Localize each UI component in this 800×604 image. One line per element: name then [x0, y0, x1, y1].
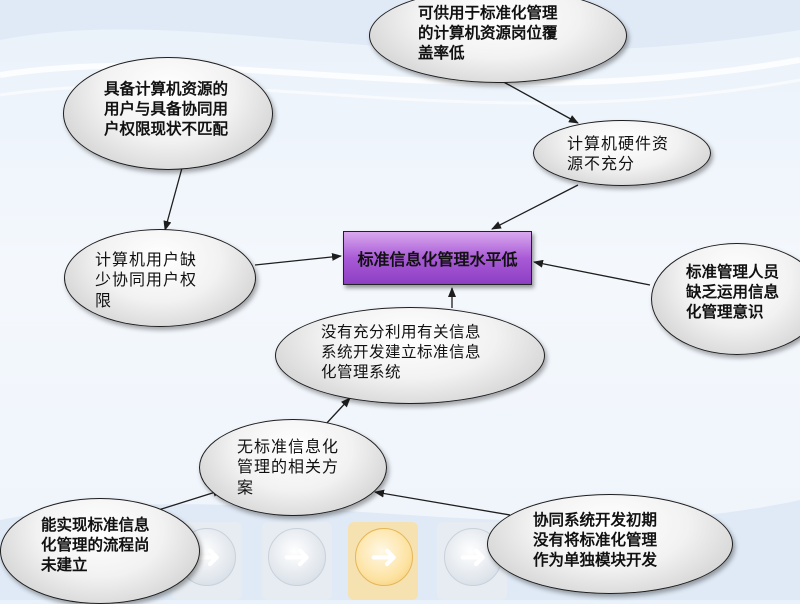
- node-line: 标准管理人员: [686, 263, 780, 281]
- node-line: 无标准信息化: [237, 437, 340, 456]
- node-permission-mismatch: 具备计算机资源的 用户与具备协同用 户权限现状不匹配: [63, 57, 273, 170]
- arrow-right-icon: ➜: [369, 537, 399, 577]
- node-process-not-established: 能实现标准信息 化管理的流程尚 未建立: [0, 498, 200, 604]
- node-line: 化管理意识: [686, 302, 764, 321]
- node-line: 计算机用户缺: [95, 250, 198, 269]
- node-line: 没有将标准化管理: [533, 530, 658, 549]
- node-line: 的计算机资源岗位覆: [418, 23, 558, 42]
- node-line: 能实现标准信息: [41, 516, 150, 534]
- node-users-lack-permission: 计算机用户缺 少协同用户权 限: [64, 229, 256, 327]
- node-line: 户权限现状不匹配: [104, 119, 229, 138]
- node-line: 具备计算机资源的: [104, 80, 229, 98]
- node-no-info-system: 没有充分利用有关信息 系统开发建立标准信息 化管理系统: [275, 307, 545, 404]
- node-line: 管理的相关方: [237, 457, 340, 477]
- node-line: 化管理系统: [321, 362, 402, 381]
- node-line: 可供用于标准化管理: [418, 4, 558, 22]
- node-line: 未建立: [41, 555, 88, 574]
- node-no-standard-plan: 无标准信息化 管理的相关方 案: [199, 419, 387, 516]
- center-problem-box: 标准信息化管理水平低: [343, 231, 532, 285]
- node-hardware-insufficient: 计算机硬件资 源不充分: [533, 120, 711, 186]
- node-line: 没有充分利用有关信息: [321, 323, 482, 341]
- node-resource-coverage: 可供用于标准化管理 的计算机资源岗位覆 盖率低: [369, 0, 627, 83]
- node-line: 案: [237, 477, 255, 497]
- node-line: 限: [95, 290, 113, 310]
- node-line: 盖率低: [418, 43, 465, 62]
- center-problem-label: 标准信息化管理水平低: [357, 250, 518, 269]
- node-line: 协同系统开发初期: [533, 511, 658, 529]
- arrow-right-icon: ➜: [458, 537, 488, 577]
- node-staff-awareness: 标准管理人员 缺乏运用信息 化管理意识: [651, 243, 800, 355]
- node-line: 缺乏运用信息: [686, 282, 780, 301]
- node-line: 源不充分: [567, 154, 636, 174]
- node-line: 少协同用户权: [95, 270, 198, 290]
- node-line: 计算机硬件资: [567, 134, 670, 153]
- nav-button-2[interactable]: ➜: [268, 528, 326, 586]
- node-line: 作为单独模块开发: [533, 550, 658, 569]
- node-line: 化管理的流程尚: [41, 535, 150, 554]
- nav-button-3-active[interactable]: ➜: [355, 528, 413, 586]
- node-line: 用户与具备协同用: [104, 99, 229, 118]
- node-line: 系统开发建立标准信息: [321, 342, 482, 361]
- node-module-not-separate: 协同系统开发初期 没有将标准化管理 作为单独模块开发: [487, 494, 733, 594]
- arrow-right-icon: ➜: [282, 537, 312, 577]
